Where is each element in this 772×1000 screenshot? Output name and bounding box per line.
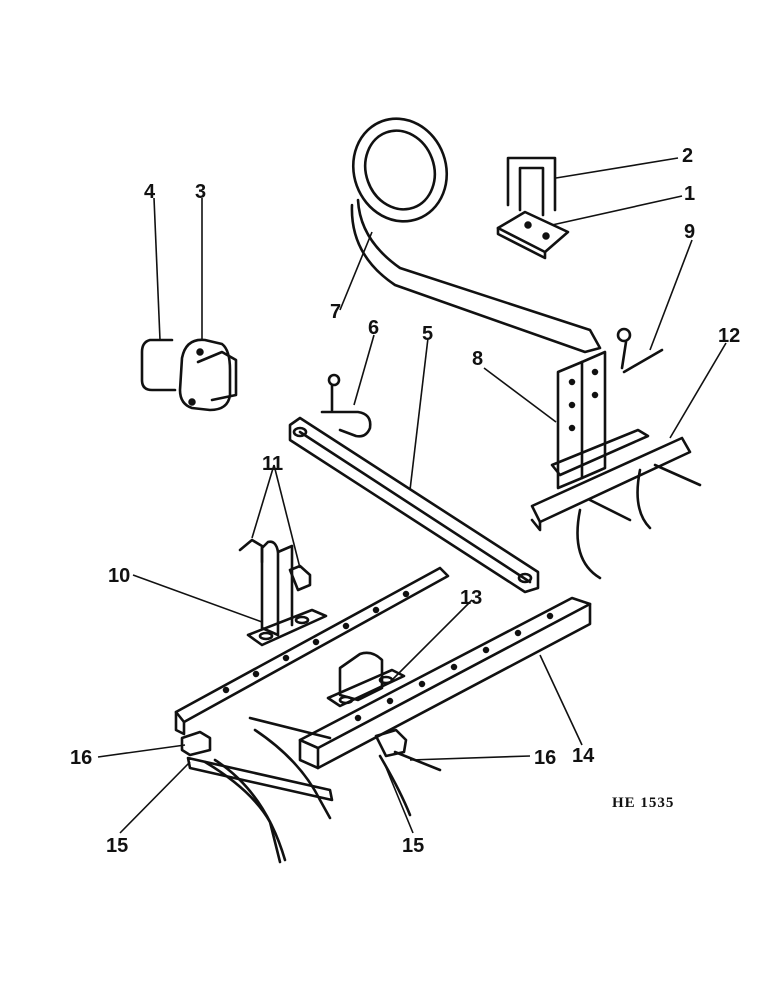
part-7-spring-tine xyxy=(350,117,602,354)
callout-10: 10 xyxy=(108,565,130,587)
part-15-shanks xyxy=(186,716,442,864)
part-5-brace-bar xyxy=(288,416,540,594)
part-1-clamp-plate xyxy=(496,210,570,260)
part-4-u-bolt xyxy=(140,338,177,392)
callout-3: 3 xyxy=(195,181,206,203)
part-13-holder xyxy=(326,651,406,708)
callout-1: 1 xyxy=(684,183,695,205)
callout-9: 9 xyxy=(684,221,695,243)
callout-13: 13 xyxy=(460,587,482,609)
part-9-pin xyxy=(616,327,664,374)
part-8-upright-bracket xyxy=(556,350,607,490)
callout-4: 4 xyxy=(144,181,156,203)
part-12-beam xyxy=(530,428,702,580)
part-2-u-bolt xyxy=(506,156,557,217)
callout-7: 7 xyxy=(330,301,341,323)
callout-6: 6 xyxy=(368,317,379,339)
part-6-pin xyxy=(320,373,372,438)
part-10-shank-holder xyxy=(246,540,328,647)
callout-2: 2 xyxy=(682,145,693,167)
callout-5: 5 xyxy=(422,323,433,345)
part-3-clamp xyxy=(178,338,238,412)
callout-16-right: 16 xyxy=(534,747,556,769)
callout-14: 14 xyxy=(572,745,595,767)
drawing-code: HE 1535 xyxy=(612,795,674,811)
callout-16-left: 16 xyxy=(70,747,92,769)
toolbar-rear xyxy=(174,566,450,736)
leader-lines xyxy=(97,157,727,834)
callout-11: 11 xyxy=(262,453,283,475)
callout-15-left: 15 xyxy=(106,835,128,857)
part-16-clamps xyxy=(180,728,408,758)
part-14-tube xyxy=(298,596,592,770)
callout-12: 12 xyxy=(718,325,740,347)
callout-8: 8 xyxy=(472,348,483,370)
callout-15-right: 15 xyxy=(402,835,424,857)
